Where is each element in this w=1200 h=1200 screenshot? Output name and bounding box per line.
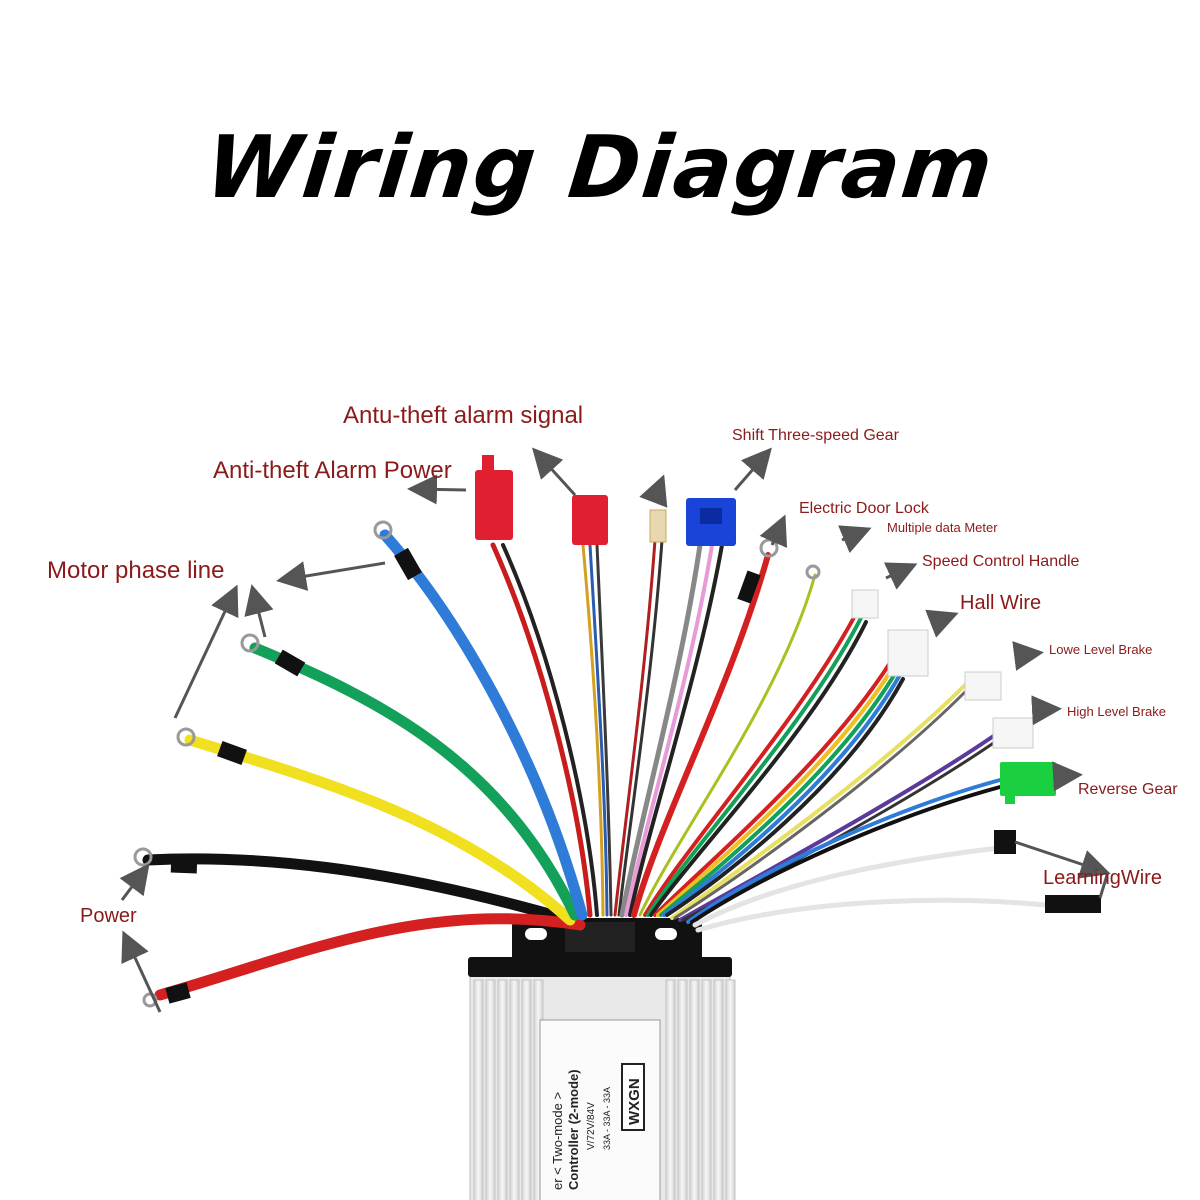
heatsink-fin [485, 979, 496, 1200]
page-title: Wiring Diagram [200, 118, 999, 218]
label-door-lock: Electric Door Lock [799, 500, 929, 517]
bullet-connector [649, 509, 667, 543]
heatsink-fin [713, 979, 724, 1200]
label-antitheft-signal: Antu-theft alarm signal [343, 402, 584, 429]
sticker-line1: er < Two-mode > [550, 1092, 565, 1190]
hall-connector [887, 629, 929, 677]
label-shift-gear: Shift Three-speed Gear [732, 427, 899, 444]
heatsink-fin [521, 979, 532, 1200]
label-high-brake: High Level Brake [1067, 704, 1166, 719]
high-brake-connector [992, 717, 1034, 749]
label-motor-phase: Motor phase line [47, 557, 225, 584]
anti-theft-power-connector [475, 470, 513, 540]
speed-handle-connector [851, 589, 879, 619]
heatsink-fin [725, 979, 736, 1200]
heatsink-fin [509, 979, 520, 1200]
sticker-line2: Controller (2-mode) [566, 1069, 581, 1190]
learning-wire-connector-bottom [1045, 895, 1101, 913]
anti-theft-signal-connector [572, 495, 608, 545]
label-speed-handle: Speed Control Handle [922, 553, 1080, 570]
pointer-arrows [119, 447, 1111, 1013]
learning-wire-connector-top [994, 830, 1016, 854]
heatsink-fin [497, 979, 508, 1200]
sticker-line4: 33A - 33A - 33A [602, 1087, 612, 1150]
heatsink-fin [677, 979, 688, 1200]
reverse-gear-connector [1000, 762, 1056, 796]
heatsink-fin [473, 979, 484, 1200]
label-data-meter: Multiple data Meter [887, 520, 998, 535]
heatsink-fin [701, 979, 712, 1200]
heatsink-fin [689, 979, 700, 1200]
low-brake-connector [964, 671, 1002, 701]
label-antitheft-power: Anti-theft Alarm Power [213, 457, 452, 484]
label-power: Power [80, 905, 137, 927]
heatsink-fin [665, 979, 676, 1200]
label-reverse-gear: Reverse Gear [1078, 781, 1178, 798]
ring-terminals [133, 520, 821, 1008]
controller-body [468, 918, 736, 1200]
sticker-line3: V/72V/84V [586, 1102, 597, 1150]
label-low-brake: Lowe Level Brake [1049, 642, 1153, 657]
label-learning-wire: LearningWire [1043, 867, 1162, 889]
label-hall-wire: Hall Wire [960, 592, 1042, 614]
connectors [475, 455, 1101, 913]
controller-brand: WXGN [626, 1078, 643, 1125]
